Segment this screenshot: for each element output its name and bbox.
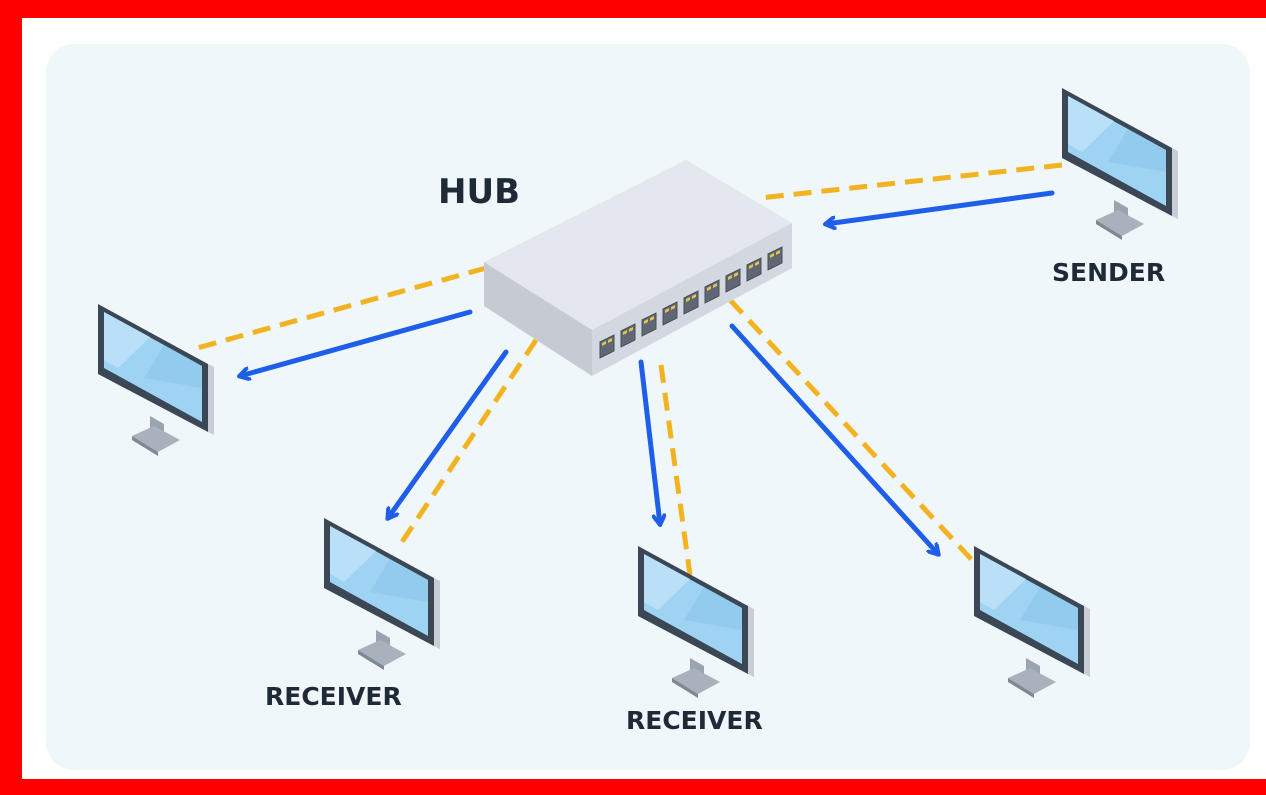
signal-arrows xyxy=(240,190,1055,554)
cable-sender xyxy=(759,162,1063,201)
arrow-hub-to-right xyxy=(729,323,938,554)
sender-label: SENDER xyxy=(1052,258,1165,287)
hub-label: HUB xyxy=(438,172,520,212)
arrow-hub-to-left xyxy=(240,309,473,376)
hub-ports xyxy=(599,246,783,359)
receiver-2-label: RECEIVER xyxy=(626,706,763,735)
arrow-sender-to-hub xyxy=(826,190,1055,224)
hub-device xyxy=(484,160,792,376)
arrow-hub-to-receiver-2 xyxy=(638,359,660,524)
arrow-hub-to-receiver-1 xyxy=(388,349,509,518)
cable-right-computer xyxy=(728,298,974,562)
cable-links xyxy=(189,162,1063,576)
cable-receiver-2 xyxy=(658,364,693,576)
cable-receiver-1 xyxy=(397,338,539,547)
cable-left-computer xyxy=(189,265,487,353)
receiver-1-label: RECEIVER xyxy=(265,682,402,711)
